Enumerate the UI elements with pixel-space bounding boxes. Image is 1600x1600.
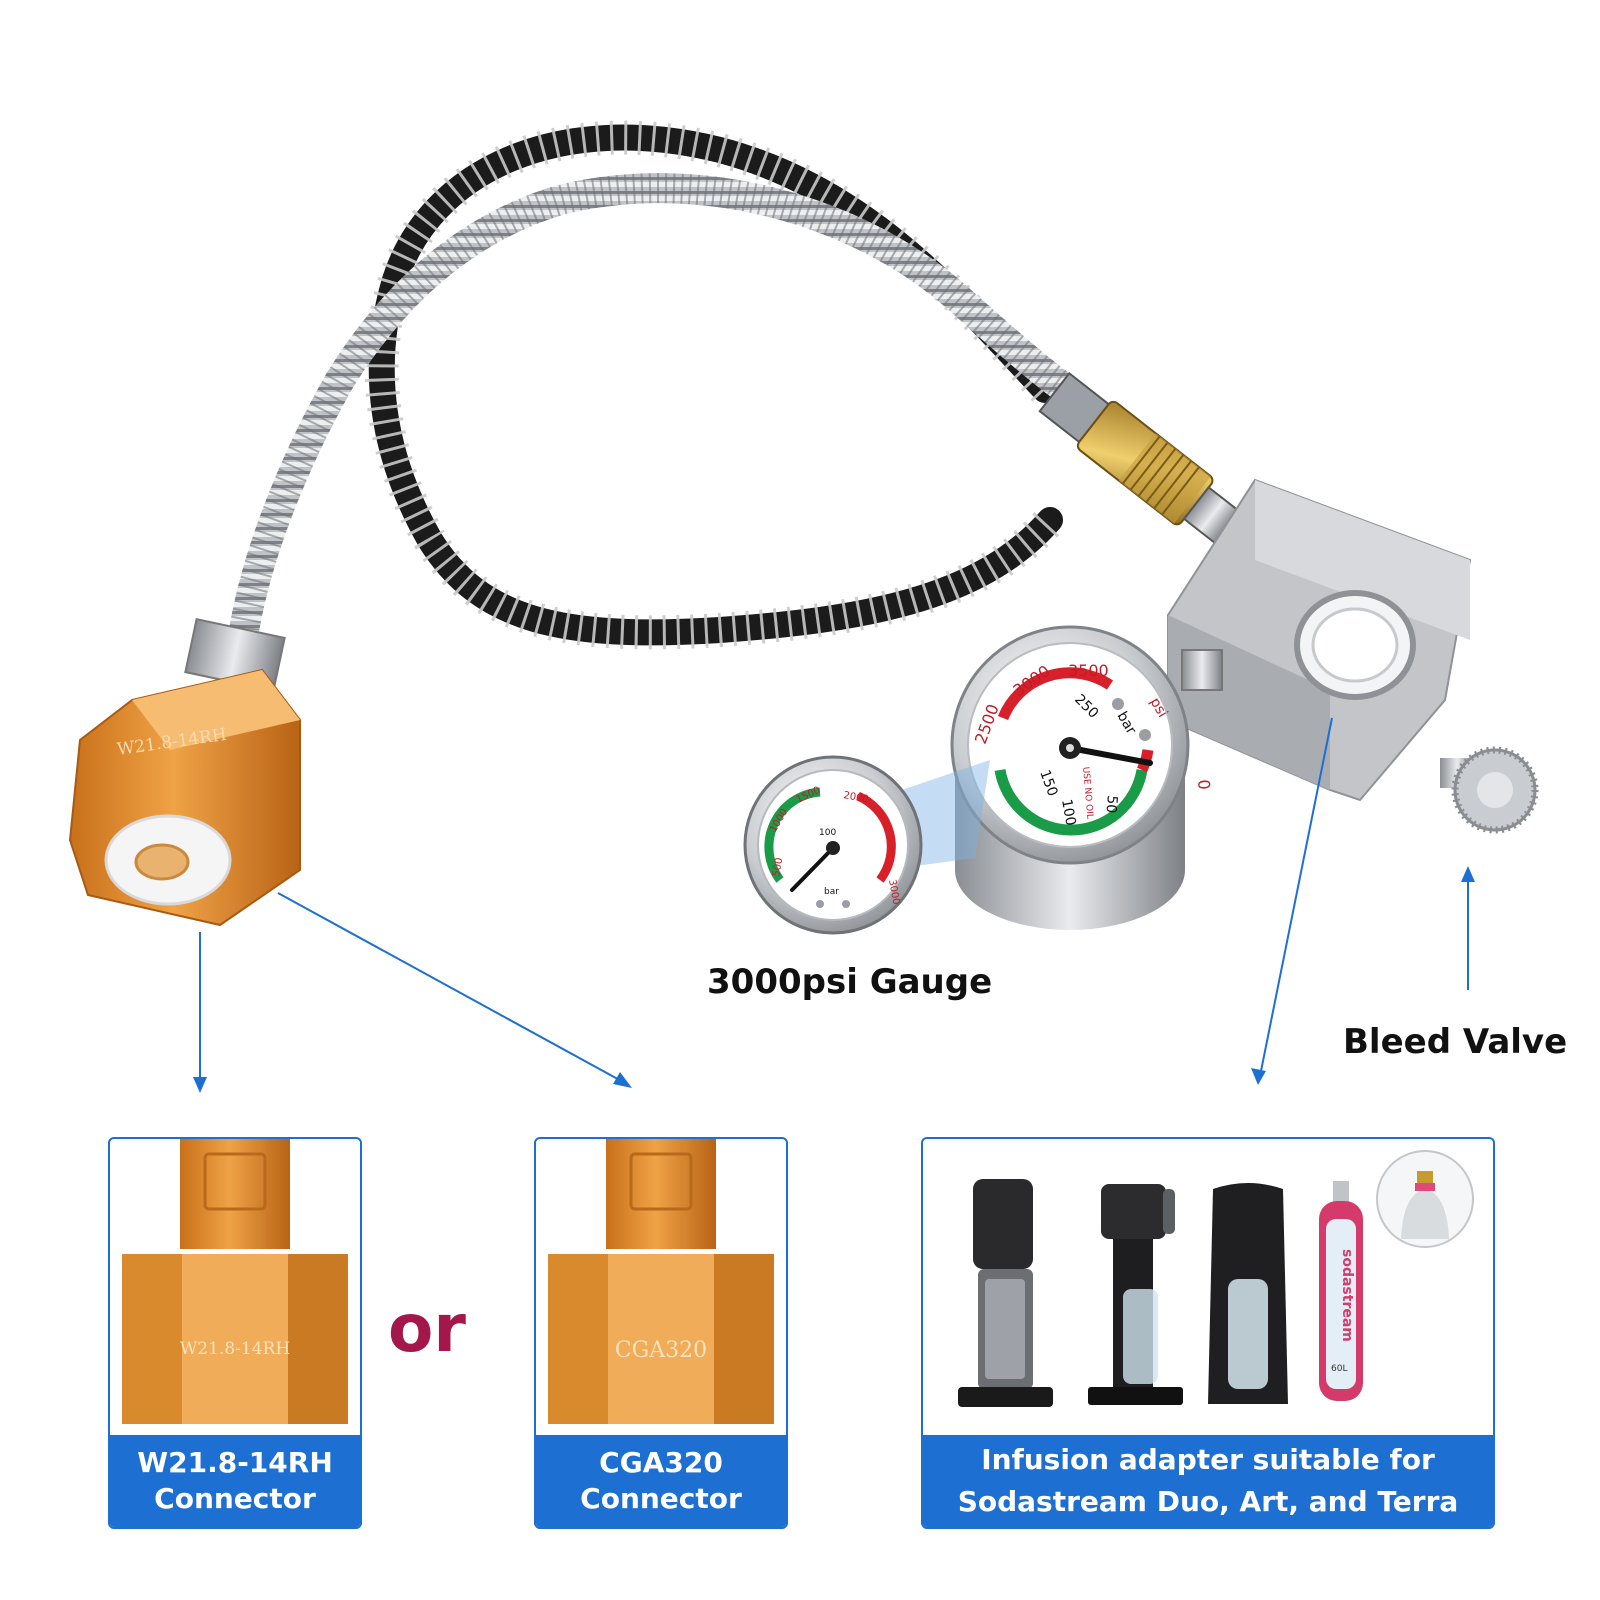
card-caption-cga320-line1: CGA320 xyxy=(599,1446,723,1479)
compatibility-caption-line1: Infusion adapter suitable for xyxy=(981,1443,1435,1476)
pressure-gauge: 2500 3000 3500 psi 0 bar 250 150 100 50 … xyxy=(950,625,1223,930)
sodastream-duo-image xyxy=(958,1179,1053,1407)
inset-unit-bar: bar xyxy=(824,887,839,897)
compatibility-caption: Infusion adapter suitable for Sodastream… xyxy=(923,1435,1493,1527)
inset-tick-3000: 3000 xyxy=(886,879,901,906)
inset-tick-500: 500 xyxy=(771,857,785,878)
connector-photo-cga320: CGA320 xyxy=(548,1139,774,1424)
or-separator: or xyxy=(388,1290,466,1367)
cylinder-brand: sodastream xyxy=(1339,1249,1355,1342)
connector-photo-w218: W21.8-14RH xyxy=(122,1139,348,1424)
gauge-tick-3500: 3500 xyxy=(1068,661,1109,680)
gauge-inset: 500 1000 1500 2000 3000 100 bar xyxy=(743,755,990,935)
inset-tick-2000: 2000 xyxy=(842,790,869,805)
brass-coupler xyxy=(1038,371,1242,545)
card-caption-w218-line2: Connector xyxy=(154,1482,316,1515)
card-engraving-cga320: CGA320 xyxy=(615,1338,707,1363)
gauge-warning: USE NO OIL xyxy=(1080,766,1095,819)
steel-hose xyxy=(225,173,1075,675)
connector-card-cga320: CGA320 CGA320 Connector xyxy=(534,1137,788,1529)
gauge-label: 3000psi Gauge xyxy=(707,962,993,1002)
black-hose xyxy=(364,120,1063,650)
adapter-block xyxy=(1167,478,1472,802)
gauge-bar-100: 100 xyxy=(1058,798,1078,827)
compatibility-card: sodastream 60L Infusion adapter suitable… xyxy=(921,1137,1495,1529)
inset-bar-100: 100 xyxy=(819,828,836,838)
gauge-bar-50: 50 xyxy=(1102,795,1119,814)
card-engraving-w218: W21.8-14RH xyxy=(180,1339,290,1359)
adapter-detail-circle xyxy=(1376,1150,1474,1248)
co2-cylinder-image: sodastream 60L xyxy=(1319,1181,1363,1401)
callout-arrows xyxy=(193,717,1475,1093)
card-caption-cga320: CGA320 Connector xyxy=(536,1435,786,1527)
sodastream-machines-photo: sodastream 60L xyxy=(958,1150,1474,1407)
compatibility-caption-line2: Sodastream Duo, Art, and Terra xyxy=(957,1485,1459,1518)
card-caption-w218-line1: W21.8-14RH xyxy=(137,1446,333,1479)
cylinder-volume: 60L xyxy=(1331,1364,1347,1374)
sodastream-terra-image xyxy=(1208,1183,1288,1404)
orange-fitting: W21.8-14RH xyxy=(68,618,301,927)
connector-card-w218: W21.8-14RH W21.8-14RH Connector xyxy=(108,1137,362,1529)
gauge-tick-0: 0 xyxy=(1194,779,1214,791)
bleed-valve-knob xyxy=(1440,746,1539,834)
card-caption-cga320-line2: Connector xyxy=(580,1482,742,1515)
sodastream-art-image xyxy=(1088,1184,1183,1405)
card-caption-w218: W21.8-14RH Connector xyxy=(110,1435,360,1527)
bleed-valve-label: Bleed Valve xyxy=(1343,1022,1568,1062)
